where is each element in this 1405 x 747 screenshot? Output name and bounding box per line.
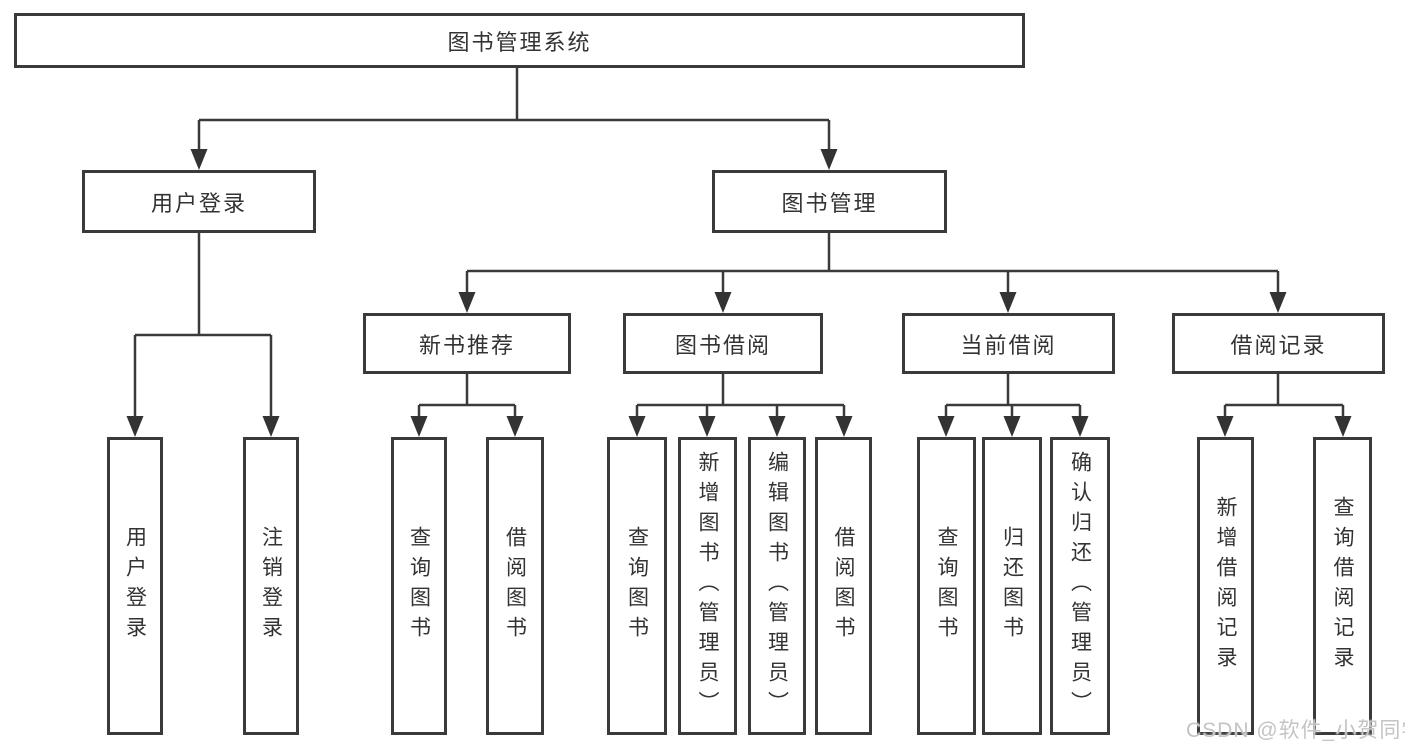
leaf-borrow-edit-books-admin-label: 编辑图书（管理员）: [765, 451, 789, 721]
node-book-borrow-label: 图书借阅: [674, 332, 771, 358]
node-current-borrow-label: 当前借阅: [960, 332, 1057, 358]
leaf-current-return-books: 归还图书: [982, 437, 1042, 735]
leaf-recommend-borrow-books-label: 借阅图书: [503, 526, 527, 646]
leaf-borrow-add-books-admin: 新增图书（管理员）: [678, 437, 737, 735]
leaf-logout-label: 注销登录: [259, 526, 283, 646]
leaf-user-login-label: 用户登录: [123, 526, 147, 646]
leaf-current-confirm-return-admin-label: 确认归还（管理员）: [1068, 451, 1092, 721]
leaf-borrow-query-books-label: 查询图书: [625, 526, 649, 646]
node-root: 图书管理系统: [14, 13, 1025, 68]
leaf-recommend-borrow-books: 借阅图书: [486, 437, 544, 735]
node-root-label: 图书管理系统: [447, 29, 592, 55]
node-current-borrow: 当前借阅: [902, 313, 1115, 374]
node-borrow-records-label: 借阅记录: [1230, 332, 1327, 358]
node-new-book-recommend: 新书推荐: [363, 313, 571, 374]
leaf-borrow-add-books-admin-label: 新增图书（管理员）: [696, 451, 719, 721]
leaf-current-confirm-return-admin: 确认归还（管理员）: [1050, 437, 1110, 735]
node-user-login-label: 用户登录: [150, 190, 247, 216]
leaf-logout: 注销登录: [243, 437, 299, 735]
leaf-borrow-query-books: 查询图书: [607, 437, 667, 735]
leaf-records-add-record-label: 新增借阅记录: [1214, 496, 1237, 676]
leaf-records-add-record: 新增借阅记录: [1197, 437, 1254, 735]
node-borrow-records: 借阅记录: [1172, 313, 1385, 374]
leaf-borrow-borrow-books-label: 借阅图书: [832, 526, 855, 646]
leaf-user-login: 用户登录: [107, 437, 163, 735]
leaf-recommend-query-books-label: 查询图书: [407, 526, 431, 646]
leaf-records-query-record-label: 查询借阅记录: [1331, 496, 1354, 676]
watermark-text: CSDN @软件_小贺同学: [1186, 719, 1405, 742]
node-book-borrow: 图书借阅: [623, 313, 823, 374]
node-new-book-recommend-label: 新书推荐: [418, 332, 515, 358]
node-book-management: 图书管理: [712, 170, 947, 233]
leaf-borrow-edit-books-admin: 编辑图书（管理员）: [748, 437, 806, 735]
leaf-recommend-query-books: 查询图书: [391, 437, 447, 735]
node-user-login: 用户登录: [82, 170, 316, 233]
leaf-borrow-borrow-books: 借阅图书: [815, 437, 872, 735]
leaf-current-return-books-label: 归还图书: [1000, 526, 1024, 646]
leaf-current-query-books: 查询图书: [917, 437, 976, 735]
node-book-management-label: 图书管理: [781, 190, 878, 216]
leaf-records-query-record: 查询借阅记录: [1313, 437, 1372, 735]
leaf-current-query-books-label: 查询图书: [935, 526, 958, 646]
